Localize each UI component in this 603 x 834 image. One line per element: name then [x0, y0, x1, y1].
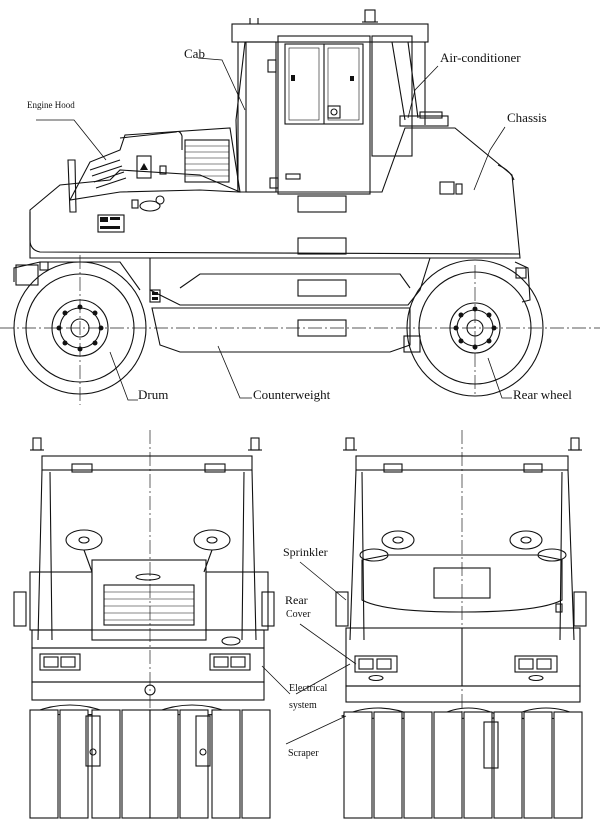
rear-view	[335, 430, 587, 820]
air-conditioner-label: Air-conditioner	[440, 50, 521, 65]
rear-wheel	[406, 259, 544, 397]
cab	[231, 9, 429, 195]
counterweight-label: Counterweight	[253, 387, 331, 402]
front-view	[13, 430, 275, 820]
air-conditioner	[399, 111, 449, 127]
cab-label: Cab	[184, 46, 205, 61]
chassis-label: Chassis	[507, 110, 547, 125]
engine-hood-label: Engine Hood	[27, 100, 75, 110]
side-leader-lines	[36, 57, 512, 401]
electrical-label-line1: Electrical	[289, 683, 328, 694]
drum-label: Drum	[138, 387, 169, 402]
side-view	[0, 9, 600, 405]
counterweight	[151, 273, 421, 353]
scraper-label: Scraper	[288, 748, 319, 759]
rear-wheel-label: Rear wheel	[513, 387, 572, 402]
rear-cover-label-line2: Cover	[286, 609, 311, 620]
chassis	[29, 127, 521, 259]
bottom-leader-lines	[261, 561, 357, 745]
electrical-label-line2: system	[289, 700, 317, 711]
rear-cover-label-line1: Rear	[285, 593, 308, 607]
sprinkler-label: Sprinkler	[283, 545, 328, 559]
engine-hood	[67, 127, 241, 213]
chassis-lower	[149, 195, 431, 337]
drum	[13, 261, 147, 395]
